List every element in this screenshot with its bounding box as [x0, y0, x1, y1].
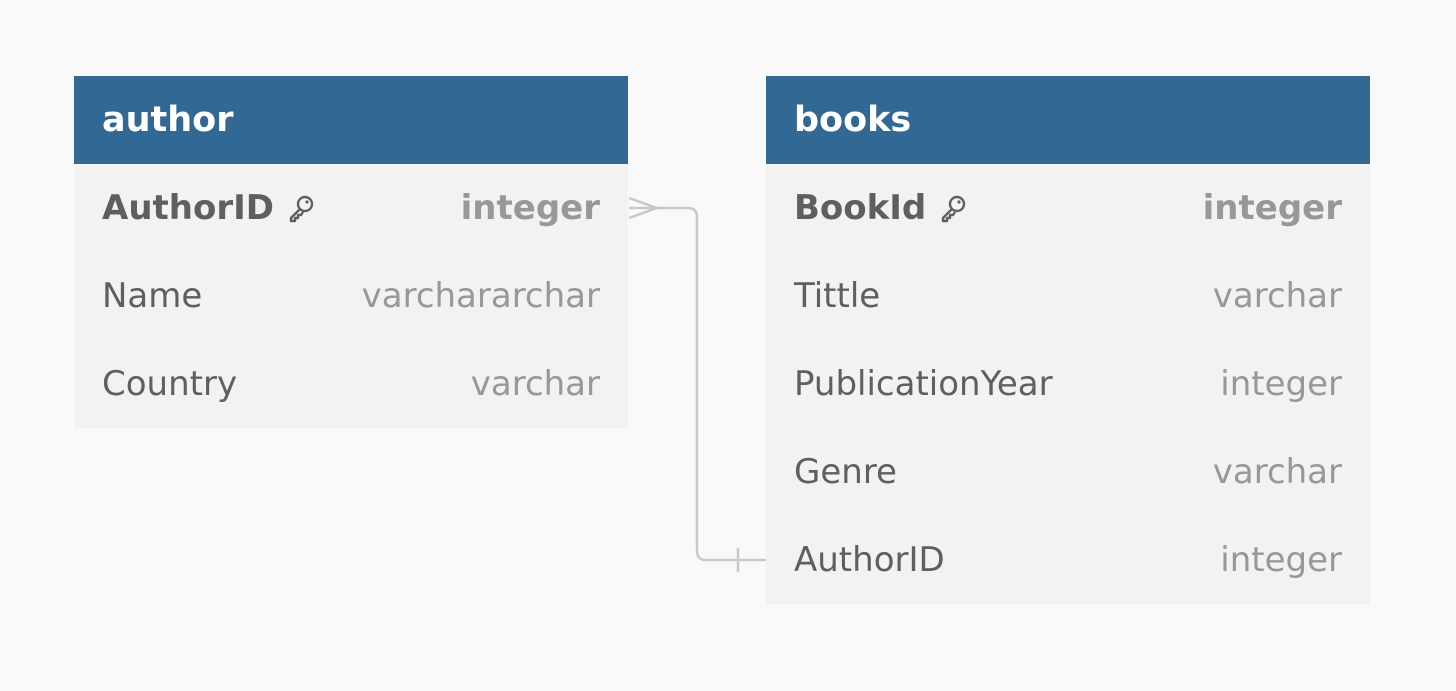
field-type: varchar [1212, 276, 1342, 316]
table-header-books: books [766, 76, 1370, 164]
field-type: integer [1220, 364, 1342, 404]
field-name: AuthorID [102, 188, 274, 228]
field-type: integer [460, 188, 600, 228]
field-type: varchar [1212, 452, 1342, 492]
field-row-author-authorid[interactable]: AuthorID integer [74, 164, 628, 252]
field-row-books-authorid[interactable]: AuthorID integer [766, 516, 1370, 604]
field-name: Country [102, 364, 238, 404]
connector-line [629, 206, 766, 562]
field-name: Name [102, 276, 203, 316]
field-row-books-genre[interactable]: Genre varchar [766, 428, 1370, 516]
key-icon [938, 193, 968, 223]
field-row-books-bookid[interactable]: BookId integer [766, 164, 1370, 252]
field-type: varchar [470, 364, 600, 404]
table-author[interactable]: author AuthorID integer Name varchararch… [74, 76, 628, 428]
field-name: PublicationYear [794, 364, 1053, 404]
field-row-books-tittle[interactable]: Tittle varchar [766, 252, 1370, 340]
table-books[interactable]: books BookId integer Tittle varchar Publ… [766, 76, 1370, 604]
field-name: AuthorID [794, 540, 945, 580]
field-name-cell: BookId [794, 188, 968, 228]
field-name-cell: AuthorID [102, 188, 316, 228]
field-type: integer [1202, 188, 1342, 228]
field-name: Tittle [794, 276, 881, 316]
key-icon [286, 193, 316, 223]
crowfoot-many-marker [628, 196, 661, 220]
table-header-author: author [74, 76, 628, 164]
field-type: varchararchar [361, 276, 600, 316]
field-name: Genre [794, 452, 897, 492]
field-name: BookId [794, 188, 927, 228]
field-row-books-publicationyear[interactable]: PublicationYear integer [766, 340, 1370, 428]
field-row-author-country[interactable]: Country varchar [74, 340, 628, 428]
field-row-author-name[interactable]: Name varchararchar [74, 252, 628, 340]
field-type: integer [1220, 540, 1342, 580]
